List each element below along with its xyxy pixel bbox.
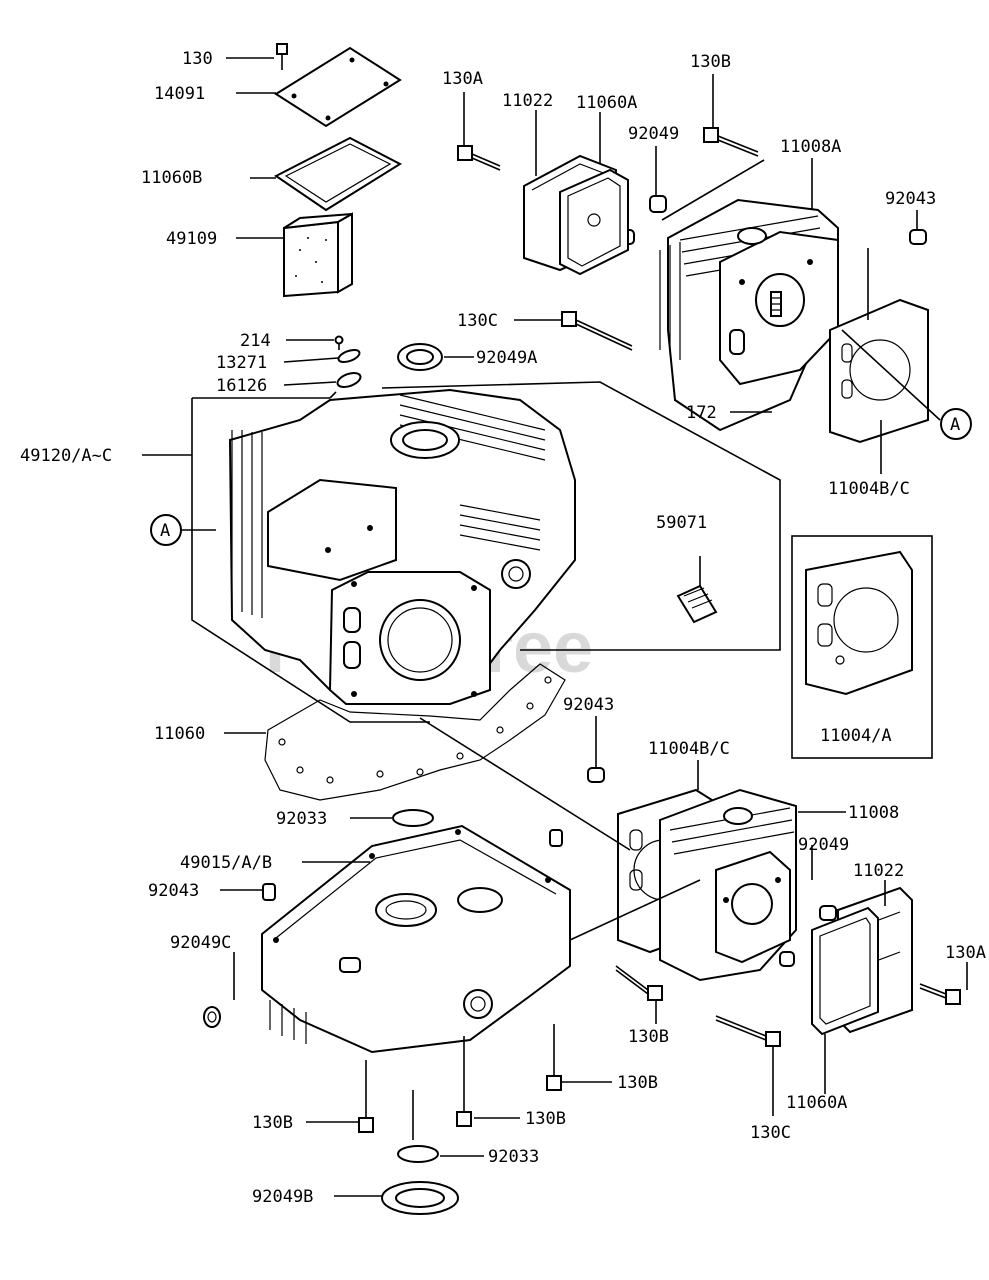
callout-a-right: A [940, 408, 972, 440]
dowel-92043-bot-part[interactable] [262, 829, 563, 901]
label-130b-a: 130B [628, 1027, 669, 1047]
label-92033-bot: 92033 [488, 1147, 539, 1167]
cylinder-head-11008a-part[interactable] [659, 198, 839, 432]
bolt-130a-bot-part[interactable] [919, 983, 961, 1005]
callout-a-right-letter: A [950, 415, 960, 435]
plate-16126-part[interactable] [336, 370, 363, 389]
dowel-92043-top-part[interactable] [909, 229, 927, 245]
bolt-130-part[interactable] [276, 43, 288, 70]
callout-a-left: A [150, 514, 182, 546]
bolt-130b-b-part[interactable] [456, 1036, 472, 1127]
cylinder-head-11008-part[interactable] [659, 788, 797, 982]
label-11060b: 11060B [141, 168, 202, 188]
label-92043-top: 92043 [885, 189, 936, 209]
label-130c-bot: 130C [750, 1123, 791, 1143]
alt-head-gasket-box [791, 535, 933, 759]
label-11004bc-mid: 11004B/C [648, 739, 730, 759]
oil-seal-92049c-part[interactable] [203, 1006, 221, 1028]
dowel-92043-mid-part[interactable] [587, 767, 605, 783]
label-92049a: 92049A [476, 348, 537, 368]
label-16126: 16126 [216, 376, 267, 396]
clip-13271-part[interactable] [337, 348, 361, 365]
label-92043-bot: 92043 [148, 881, 199, 901]
label-130b-c: 130B [525, 1109, 566, 1129]
label-92049b: 92049B [252, 1187, 313, 1207]
head-gasket-11004a-part[interactable] [805, 550, 913, 696]
label-130b-top: 130B [690, 52, 731, 72]
filter-gasket-part[interactable] [274, 136, 403, 212]
label-172: 172 [686, 403, 717, 423]
bolt-130c-bot-part[interactable] [715, 1015, 781, 1047]
screw-214-part[interactable] [334, 335, 344, 351]
stud-172-part[interactable] [770, 291, 782, 317]
label-130b-b: 130B [617, 1073, 658, 1093]
o-ring-92033-top-part[interactable] [392, 809, 434, 827]
oil-seal-92049a-part[interactable] [397, 343, 443, 371]
label-92033-top: 92033 [276, 809, 327, 829]
bolt-130a-top-part[interactable] [457, 145, 501, 171]
left-bank-bracket [191, 398, 430, 723]
dowel-92049-bot-part[interactable] [779, 905, 837, 967]
foam-filter-element-part[interactable] [283, 212, 353, 298]
label-130a-bot: 130A [945, 943, 986, 963]
stud-59071-part[interactable] [676, 556, 718, 624]
label-49109: 49109 [166, 229, 217, 249]
label-11004a: 11004/A [820, 726, 892, 746]
label-11008a: 11008A [780, 137, 841, 157]
o-ring-92033-bot-part[interactable] [397, 1145, 439, 1163]
label-130b-d: 130B [252, 1113, 293, 1133]
bolt-130b-c-part[interactable] [546, 1024, 562, 1091]
label-11022-top: 11022 [502, 91, 553, 111]
head-cover-gasket-11060a-top-part[interactable] [559, 168, 629, 276]
label-11060a-top: 11060A [576, 93, 637, 113]
label-49015: 49015/A/B [180, 853, 272, 873]
crankcase-gasket-11060-part[interactable] [264, 663, 566, 801]
label-13271: 13271 [216, 353, 267, 373]
bolt-130b-top-part[interactable] [703, 127, 759, 157]
label-214: 214 [240, 331, 271, 351]
bolt-130c-top-part[interactable] [561, 311, 633, 351]
oil-seal-92049b-part[interactable] [381, 1181, 459, 1215]
label-11060a-bot: 11060A [786, 1093, 847, 1113]
label-59071: 59071 [656, 513, 707, 533]
air-cleaner-cover-part[interactable] [274, 46, 402, 128]
label-14091: 14091 [154, 84, 205, 104]
head-gasket-11004bc-top-part[interactable] [829, 298, 929, 444]
label-92049c: 92049C [170, 933, 231, 953]
label-130a-top: 130A [442, 69, 483, 89]
callout-a-left-letter: A [160, 521, 170, 541]
head-cover-gasket-11060a-bot-part[interactable] [811, 906, 879, 1036]
label-11022-bot: 11022 [853, 861, 904, 881]
label-11004bc-top: 11004B/C [828, 479, 910, 499]
bolt-130b-a-part[interactable] [358, 1060, 374, 1133]
bolt-130b-mid-part[interactable] [615, 965, 663, 1001]
crankcase-block-part[interactable] [228, 388, 576, 705]
label-49120: 49120/A~C [20, 446, 112, 466]
label-11060: 11060 [154, 724, 205, 744]
label-130c-top: 130C [457, 311, 498, 331]
label-92043-mid: 92043 [563, 695, 614, 715]
label-92049-top: 92049 [628, 124, 679, 144]
label-130: 130 [182, 49, 213, 69]
label-92049-bot: 92049 [798, 835, 849, 855]
label-11008: 11008 [848, 803, 899, 823]
right-bank-bracket [381, 381, 781, 651]
oil-pan-49015-part[interactable] [261, 824, 571, 1054]
